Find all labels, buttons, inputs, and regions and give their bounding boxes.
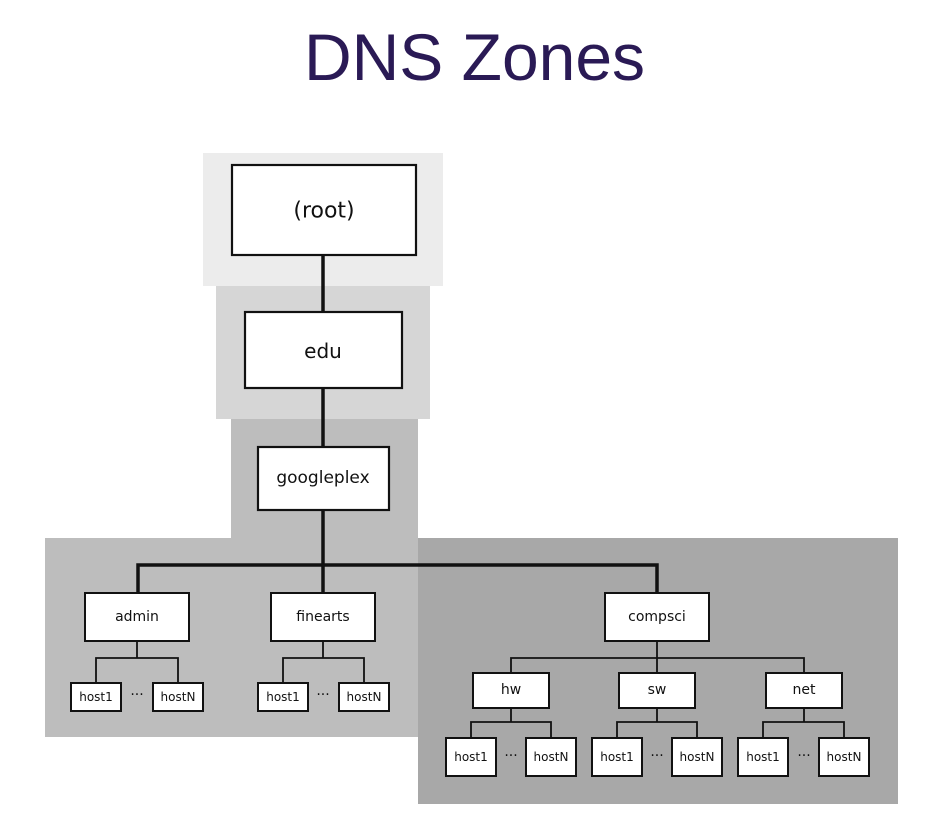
host-label: host1: [454, 750, 488, 764]
node-finearts: finearts: [270, 592, 376, 642]
host-node: host1: [445, 737, 497, 777]
host-node: host1: [257, 682, 309, 712]
host-node: hostN: [152, 682, 204, 712]
host-label: hostN: [534, 750, 569, 764]
node-net-label: net: [793, 682, 816, 698]
node-googleplex-label: googleplex: [276, 468, 369, 488]
host-ellipsis: ···: [797, 748, 810, 764]
node-net: net: [765, 672, 843, 709]
host-node: hostN: [338, 682, 390, 712]
host-label: host1: [266, 690, 300, 704]
host-node: hostN: [671, 737, 723, 777]
node-googleplex: googleplex: [256, 445, 391, 512]
host-label: hostN: [680, 750, 715, 764]
host-node: host1: [591, 737, 643, 777]
host-node: hostN: [525, 737, 577, 777]
node-edu: edu: [243, 310, 404, 390]
node-compsci: compsci: [604, 592, 710, 642]
node-sw: sw: [618, 672, 696, 709]
node-admin: admin: [84, 592, 190, 642]
host-label: host1: [746, 750, 780, 764]
host-label: hostN: [161, 690, 196, 704]
node-admin-label: admin: [115, 609, 159, 625]
host-label: hostN: [827, 750, 862, 764]
node-root-label: (root): [293, 199, 354, 224]
host-ellipsis: ···: [316, 687, 329, 703]
node-edu-label: edu: [304, 339, 342, 363]
host-ellipsis: ···: [504, 748, 517, 764]
node-compsci-label: compsci: [628, 609, 686, 625]
node-hw: hw: [472, 672, 550, 709]
page-title: DNS Zones: [303, 20, 646, 94]
node-finearts-label: finearts: [296, 609, 349, 625]
host-ellipsis: ···: [650, 748, 663, 764]
host-label: hostN: [347, 690, 382, 704]
node-sw-label: sw: [648, 682, 667, 698]
host-node: hostN: [818, 737, 870, 777]
node-hw-label: hw: [501, 682, 521, 698]
host-label: host1: [79, 690, 113, 704]
host-node: host1: [737, 737, 789, 777]
host-node: host1: [70, 682, 122, 712]
edge-googleplex-branches: [136, 563, 659, 593]
host-ellipsis: ···: [130, 687, 143, 703]
host-label: host1: [600, 750, 634, 764]
node-root: (root): [230, 163, 418, 257]
